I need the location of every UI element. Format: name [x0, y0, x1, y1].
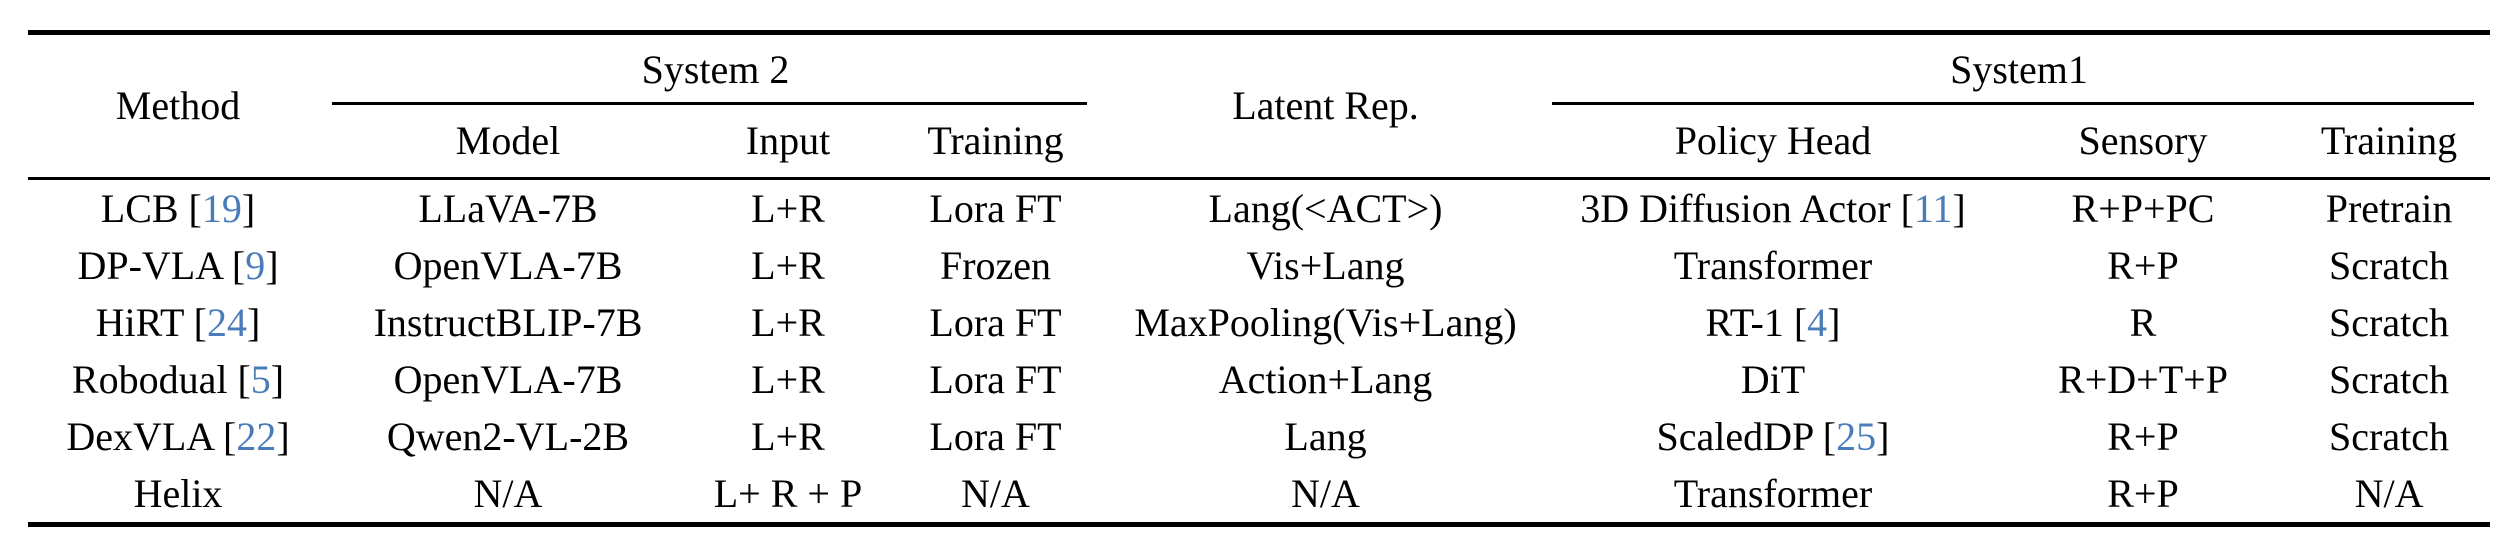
cell-training-system2: Lora FT	[929, 185, 1062, 231]
column-header-latent-rep: Latent Rep.	[1103, 32, 1548, 180]
table-row: LCB [19] LLaVA-7B L+R Lora FT Lang(<ACT>…	[28, 179, 2490, 238]
cell-training-system1: Scratch	[2329, 413, 2449, 459]
cell-input: L+R	[751, 185, 825, 231]
method-text: DexVLA [	[66, 413, 237, 459]
cell-policy-head: RT-1 [4]	[1548, 294, 1998, 351]
citation-link[interactable]: 22	[236, 413, 277, 459]
group-header-system2: System 2	[328, 33, 1103, 106]
cell-method: Robodual [5]	[28, 351, 328, 408]
table-row: Helix N/A L+ R + P N/A N/A Transformer R…	[28, 465, 2490, 525]
column-header-policy-head: Policy Head	[1548, 105, 1998, 180]
cell-input: L+R	[751, 356, 825, 402]
cell-input: L+R	[751, 299, 825, 345]
cell-latent-rep: Vis+Lang	[1246, 242, 1405, 288]
cell-policy-head: 3D Diffusion Actor [11]	[1548, 179, 1998, 238]
cell-training-system1: Pretrain	[2325, 185, 2453, 231]
citation-link[interactable]: 25	[1836, 413, 1877, 459]
citation-close-bracket: ]	[265, 242, 279, 288]
citation-link[interactable]: 5	[250, 356, 271, 402]
cell-method: DP-VLA [9]	[28, 237, 328, 294]
header-sub-row: Model Input Training Policy Head Sensory…	[28, 105, 2491, 180]
cell-model: OpenVLA-7B	[393, 356, 623, 402]
method-text: HiRT [	[95, 299, 207, 345]
policy-text: RT-1 [	[1705, 299, 1808, 345]
method-text: LCB [	[100, 185, 202, 231]
citation-link[interactable]: 9	[245, 242, 266, 288]
cell-model: LLaVA-7B	[418, 185, 598, 231]
cell-training-system2: N/A	[961, 470, 1030, 516]
group-header-system1: System1	[1548, 33, 2490, 106]
table-row: HiRT [24] InstructBLIP-7B L+R Lora FT Ma…	[28, 294, 2490, 351]
cell-training-system2: Lora FT	[929, 356, 1062, 402]
table-row: DexVLA [22] Qwen2-VL-2B L+R Lora FT Lang…	[28, 408, 2490, 465]
cell-latent-rep: MaxPooling(Vis+Lang)	[1134, 299, 1517, 345]
cell-policy-head: Transformer	[1548, 237, 1998, 294]
table-body: LCB [19] LLaVA-7B L+R Lora FT Lang(<ACT>…	[28, 179, 2490, 525]
citation-link[interactable]: 19	[201, 185, 242, 231]
method-text: Helix	[133, 470, 223, 516]
cell-training-system2: Lora FT	[929, 299, 1062, 345]
cell-latent-rep: Lang(<ACT>)	[1208, 185, 1443, 231]
method-comparison-table: Method System 2 Latent Rep. System1 Mode…	[28, 30, 2491, 527]
cell-method: Helix	[28, 465, 328, 525]
cell-sensory: R+P	[2107, 413, 2179, 459]
cell-latent-rep: N/A	[1291, 470, 1360, 516]
cell-latent-rep: Action+Lang	[1218, 356, 1433, 402]
citation-close-bracket: ]	[1952, 185, 1966, 231]
cell-input: L+R	[751, 242, 825, 288]
method-text: DP-VLA [	[77, 242, 246, 288]
method-text: Robodual [	[71, 356, 251, 402]
cell-model: Qwen2-VL-2B	[386, 413, 630, 459]
cell-policy-head: Transformer	[1548, 465, 1998, 525]
cell-method: HiRT [24]	[28, 294, 328, 351]
policy-text: ScaledDP [	[1656, 413, 1837, 459]
column-header-method: Method	[28, 32, 328, 180]
cell-input: L+ R + P	[713, 470, 863, 516]
citation-link[interactable]: 4	[1807, 299, 1828, 345]
column-header-training-system1: Training	[2288, 105, 2491, 180]
policy-text: DiT	[1740, 356, 1806, 402]
cell-sensory: R+P+PC	[2071, 185, 2215, 231]
cell-model: N/A	[473, 470, 543, 516]
column-header-training-system2: Training	[888, 105, 1103, 180]
cell-training-system2: Frozen	[939, 242, 1052, 288]
citation-close-bracket: ]	[241, 185, 256, 231]
citation-close-bracket: ]	[1876, 413, 1890, 459]
cell-method: DexVLA [22]	[28, 408, 328, 465]
table-row: DP-VLA [9] OpenVLA-7B L+R Frozen Vis+Lan…	[28, 237, 2490, 294]
cell-training-system1: N/A	[2354, 470, 2424, 516]
cell-training-system2: Lora FT	[929, 413, 1062, 459]
cell-model: OpenVLA-7B	[393, 242, 623, 288]
cell-policy-head: ScaledDP [25]	[1548, 408, 1998, 465]
policy-text: Transformer	[1673, 470, 1873, 516]
column-header-model: Model	[328, 105, 688, 180]
cell-sensory: R+P	[2107, 470, 2179, 516]
citation-link[interactable]: 11	[1913, 185, 1953, 231]
policy-text: 3D Diffusion Actor [	[1580, 185, 1914, 231]
table-row: Robodual [5] OpenVLA-7B L+R Lora FT Acti…	[28, 351, 2490, 408]
cell-sensory: R	[2129, 299, 2157, 345]
cell-input: L+R	[751, 413, 825, 459]
cell-policy-head: DiT	[1548, 351, 1998, 408]
cell-model: InstructBLIP-7B	[373, 299, 643, 345]
cell-sensory: R+D+T+P	[2058, 356, 2228, 402]
cell-sensory: R+P	[2107, 242, 2179, 288]
policy-text: Transformer	[1673, 242, 1873, 288]
citation-close-bracket: ]	[1827, 299, 1841, 345]
cell-latent-rep: Lang	[1284, 413, 1367, 459]
citation-close-bracket: ]	[276, 413, 290, 459]
citation-link[interactable]: 24	[206, 299, 247, 345]
cell-training-system1: Scratch	[2329, 299, 2449, 345]
column-header-input: Input	[688, 105, 888, 180]
header-group-row: Method System 2 Latent Rep. System1	[28, 32, 2490, 180]
cell-method: LCB [19]	[28, 179, 328, 238]
cell-training-system1: Scratch	[2329, 242, 2449, 288]
column-header-sensory: Sensory	[1998, 105, 2288, 180]
citation-close-bracket: ]	[246, 299, 261, 345]
citation-close-bracket: ]	[270, 356, 285, 402]
cell-training-system1: Scratch	[2329, 356, 2449, 402]
